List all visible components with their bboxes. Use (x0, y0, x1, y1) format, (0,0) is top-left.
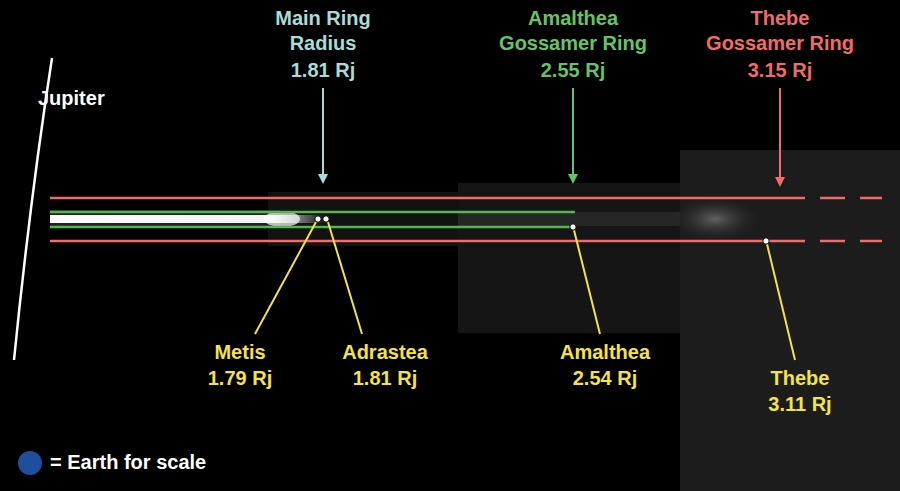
moon-dot (570, 224, 576, 230)
ring-name: Amalthea Gossamer Ring (495, 6, 651, 56)
thebe-ring-glow (670, 197, 760, 241)
image-panel (458, 183, 680, 333)
moon-name: Adrastea (325, 340, 445, 365)
thebe-ring-dash (820, 240, 845, 243)
pointer-arrow (572, 88, 574, 182)
thebe-ring-dash (860, 240, 882, 243)
ring-radius: 3.15 Rj (702, 58, 858, 83)
moon-name: Metis (180, 340, 300, 365)
leader-line (767, 244, 795, 360)
thebe-ring-line (50, 197, 805, 200)
moon-name: Amalthea (545, 340, 665, 365)
amalthea-ring-line (50, 211, 575, 214)
legend-text: = Earth for scale (50, 450, 206, 475)
moon-dot (315, 216, 321, 222)
ring-radius: 2.55 Rj (495, 58, 651, 83)
pointer-arrow (779, 88, 781, 185)
legend-swatch (18, 451, 42, 475)
ring-name: Main Ring Radius (245, 6, 401, 56)
ring-radius: 1.81 Rj (245, 58, 401, 83)
leader-line (255, 222, 316, 334)
thebe-ring-line (50, 240, 805, 243)
thebe-ring-dash (820, 197, 845, 200)
moon-distance: 2.54 Rj (545, 366, 665, 391)
moon-distance: 1.79 Rj (180, 366, 300, 391)
moon-distance: 3.11 Rj (740, 392, 860, 417)
leader-line (574, 230, 600, 334)
thebe-ring-dash (860, 197, 882, 200)
leader-line (328, 222, 362, 334)
moon-distance: 1.81 Rj (325, 366, 445, 391)
moon-dot (763, 238, 769, 244)
moon-dot (323, 216, 329, 222)
amalthea-ring-glow (458, 212, 680, 226)
planet-name: Jupiter (38, 86, 105, 111)
moon-name: Thebe (740, 366, 860, 391)
main-ring-edge (264, 211, 300, 227)
ring-name: Thebe Gossamer Ring (702, 6, 858, 56)
pointer-arrow (322, 88, 324, 182)
